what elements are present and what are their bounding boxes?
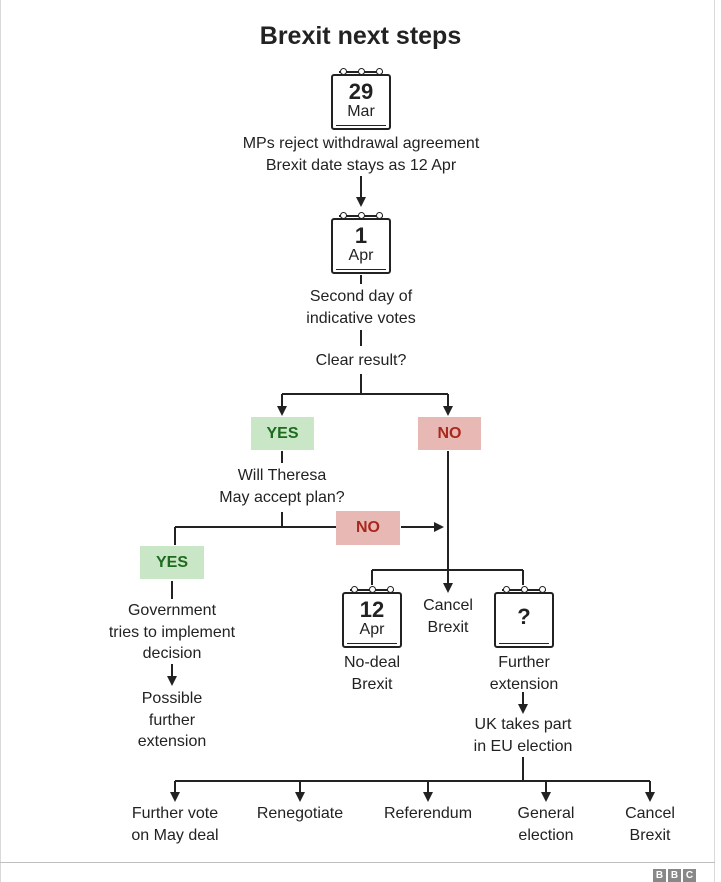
calendar-day: 1 <box>354 223 368 248</box>
step-possible-extension: Possible further extension <box>137 690 207 750</box>
frame-border-bottom <box>0 862 715 863</box>
frame-border-right <box>714 0 715 882</box>
outcome-referendum: Referendum <box>383 805 473 822</box>
calendar-month: Mar <box>347 103 375 120</box>
bbc-logo-letter: B <box>668 869 681 882</box>
step-second-day-votes: Second day of indicative votes <box>306 288 416 327</box>
step-government-implement: Government tries to implement decision <box>108 602 236 662</box>
tag-no-clear-result: NO <box>418 417 481 450</box>
outcome-cancel-brexit: Cancel Brexit <box>625 805 675 844</box>
outcome-general-election: General election <box>517 805 575 844</box>
outcome-further-vote: Further vote on May deal <box>131 805 219 844</box>
calendar-icon-29-mar: 29 Mar <box>331 68 391 130</box>
calendar-month: Apr <box>359 621 385 638</box>
calendar-month: Apr <box>348 247 374 264</box>
tag-yes-may-accept: YES <box>140 546 204 579</box>
calendar-question-mark: ? <box>517 604 531 629</box>
bbc-logo-letter: C <box>683 869 696 882</box>
diagram-title: Brexit next steps <box>259 22 462 50</box>
frame-border-left <box>0 0 1 882</box>
bbc-logo: B B C <box>653 869 696 882</box>
step-will-may-accept: Will Theresa May accept plan? <box>219 467 345 506</box>
calendar-day: 29 <box>348 79 374 104</box>
tag-yes-clear-result: YES <box>251 417 314 450</box>
bbc-logo-letter: B <box>653 869 666 882</box>
outcome-cancel-brexit-mid: Cancel Brexit <box>423 597 473 636</box>
step-uk-eu-election: UK takes part in EU election <box>473 716 573 755</box>
step-clear-result: Clear result? <box>315 352 407 369</box>
calendar-icon-1-apr: 1 Apr <box>331 212 391 274</box>
tag-no-may-accept: NO <box>336 511 400 545</box>
step-further-extension: Further extension <box>489 654 559 693</box>
calendar-icon-unknown: ? <box>494 586 554 648</box>
step-reject-agreement: MPs reject withdrawal agreement Brexit d… <box>242 135 480 174</box>
calendar-day: 12 <box>359 597 385 622</box>
outcome-no-deal-brexit: No-deal Brexit <box>343 654 401 693</box>
calendar-icon-12-apr: 12 Apr <box>342 586 402 648</box>
outcome-renegotiate: Renegotiate <box>256 805 344 822</box>
